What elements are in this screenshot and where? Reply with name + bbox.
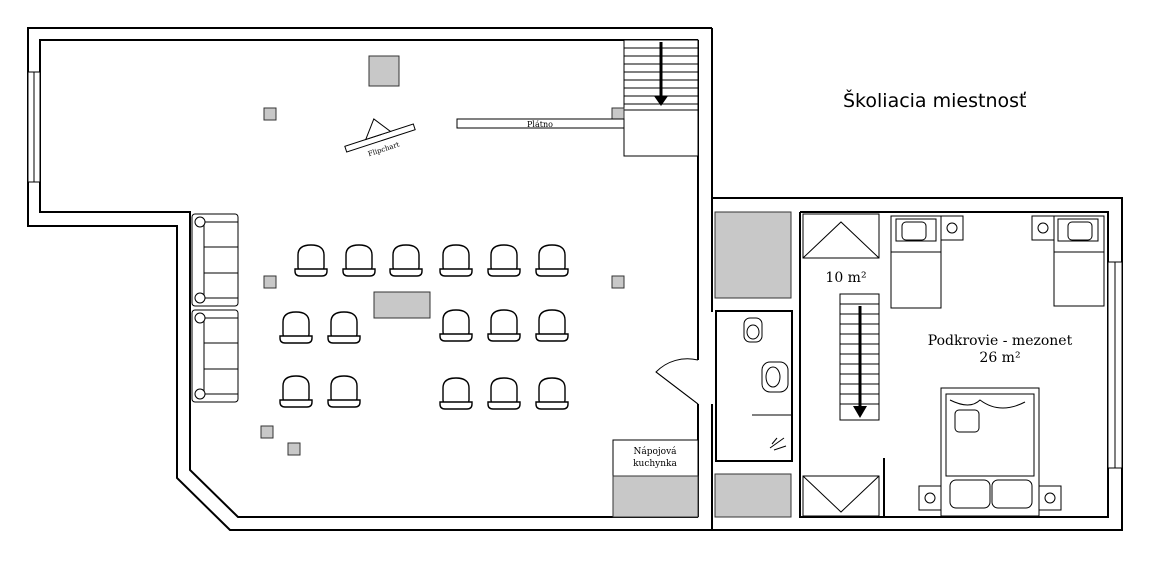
storage-block-bottom [714,473,792,518]
chair [389,244,423,277]
attic-label-line2: 26 m² [979,350,1020,366]
pillar-4 [611,275,625,289]
page-title: Školiacia miestnosť [843,88,1027,112]
pillar-6 [287,442,301,456]
staircase-attic [802,213,885,517]
kitchen-label-line2: kuchynka [633,459,677,469]
chair [487,377,521,410]
chair [487,244,521,277]
kitchenette: Nápojová kuchynka [612,439,699,518]
screen-label: Plátno [527,120,553,129]
flipchart: Flipchart [344,118,416,158]
sofa-1 [191,213,239,307]
pillar-5 [260,425,274,439]
chair [279,375,313,408]
chair [439,244,473,277]
bathroom [715,310,793,462]
sofa-2 [191,309,239,403]
pillar-3 [263,275,277,289]
storage-block-top [714,211,792,299]
attic-label-line1: Podkrovie - mezonet [928,333,1073,349]
chair [327,375,361,408]
pillar-2 [611,107,625,121]
projector-box [368,55,400,87]
chair [327,311,361,344]
small-room-area-label: 10 m² [825,270,866,286]
chair [279,311,313,344]
projection-screen: Plátno [456,118,625,129]
kitchen-label-line1: Nápojová [633,446,677,457]
single-bed-left [890,215,964,309]
chair [535,377,569,410]
double-bed [918,387,1062,517]
chair [439,377,473,410]
chair [294,244,328,277]
staircase-top [623,39,699,157]
chairs [279,244,569,410]
chair [535,244,569,277]
chair [342,244,376,277]
chair [439,309,473,342]
chair [487,309,521,342]
outer-walls [27,27,1123,531]
door-swing [655,358,699,405]
pillar-1 [263,107,277,121]
chair [535,309,569,342]
single-bed-right [1031,215,1105,307]
center-table [373,291,431,319]
